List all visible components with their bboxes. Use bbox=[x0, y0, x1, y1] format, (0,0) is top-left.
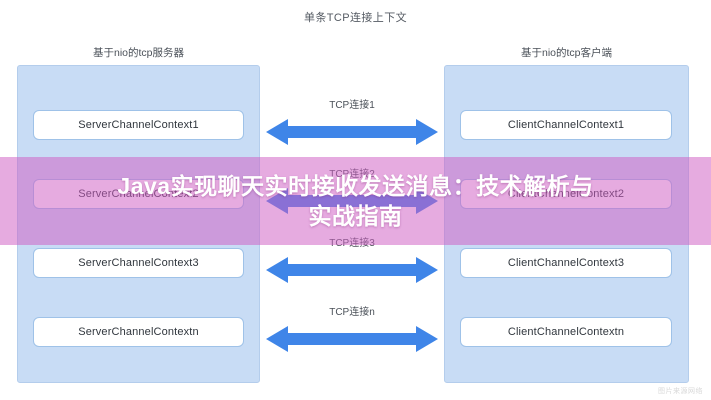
client-context-box-1[interactable]: ClientChannelContext1 bbox=[460, 110, 672, 140]
client-context-box-3[interactable]: ClientChannelContext3 bbox=[460, 248, 672, 278]
connection-label-1: TCP连接1 bbox=[329, 100, 375, 111]
server-context-box-3[interactable]: ServerChannelContext3 bbox=[33, 248, 244, 278]
connection-label-3: TCP连接3 bbox=[329, 238, 375, 249]
watermark-text: 图片来源网络 bbox=[658, 388, 703, 395]
server-context-box-1[interactable]: ServerChannelContext1 bbox=[33, 110, 244, 140]
connection-label-2: TCP连接2 bbox=[329, 169, 375, 180]
client-panel-header: 基于nio的tcp客户端 bbox=[520, 47, 613, 59]
connection-arrow-3 bbox=[266, 255, 438, 285]
diagram-title: 单条TCP连接上下文 bbox=[304, 12, 407, 24]
connection-arrow-2 bbox=[266, 186, 438, 216]
connection-label-n: TCP连接n bbox=[329, 307, 375, 318]
client-context-box-2[interactable]: ClientChannelContext2 bbox=[460, 179, 672, 209]
server-panel-header: 基于nio的tcp服务器 bbox=[92, 47, 185, 59]
connection-arrow-1 bbox=[266, 117, 438, 147]
client-context-box-n[interactable]: ClientChannelContextn bbox=[460, 317, 672, 347]
connection-arrow-n bbox=[266, 324, 438, 354]
server-context-box-n[interactable]: ServerChannelContextn bbox=[33, 317, 244, 347]
server-context-box-2[interactable]: ServerChannelContext2 bbox=[33, 179, 244, 209]
